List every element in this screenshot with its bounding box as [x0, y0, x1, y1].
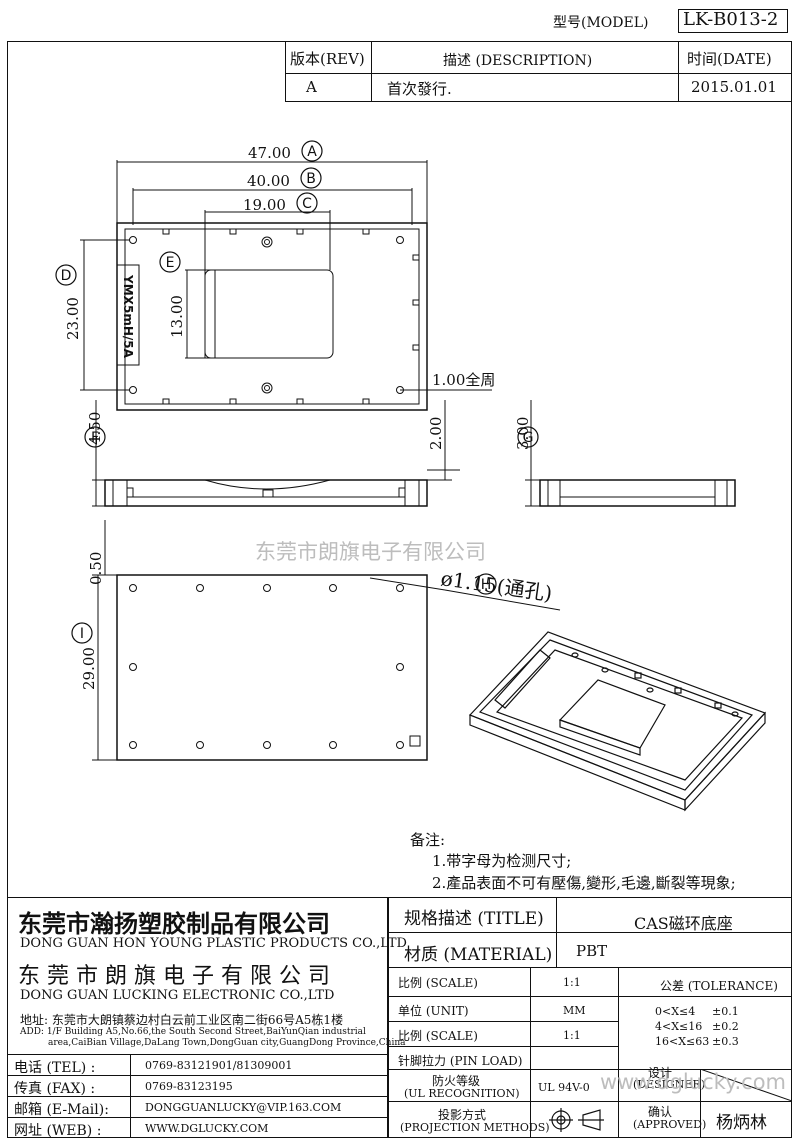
title-block — [7, 897, 792, 1138]
watermark-site: www.dglucky.com — [600, 1070, 786, 1094]
model-value-box — [678, 9, 788, 33]
pin-label: 针脚拉力 (PIN LOAD) — [398, 1054, 523, 1068]
designer-label-2: (DESIGNER) — [633, 1078, 706, 1091]
email-label: 邮箱 (E-Mail): — [14, 1102, 109, 1118]
model-label: 型号(MODEL) — [553, 15, 649, 31]
marker-e: E — [166, 255, 175, 271]
tel-label: 电话 (TEL) : — [14, 1060, 96, 1076]
marker-a: A — [307, 144, 317, 160]
tol-value-1: ±0.1 — [712, 1005, 739, 1018]
bottom-view — [116, 574, 428, 761]
tol-range-2: 4<X≤16 — [655, 1020, 703, 1033]
dim-40: 40.00 — [247, 172, 290, 190]
dim-29: 29.00 — [80, 647, 98, 690]
email-value[interactable]: DONGGUANLUCKY@VIP.163.COM — [145, 1101, 342, 1114]
top-view-outer — [116, 222, 428, 411]
rev-header: 版本(REV) — [290, 50, 365, 68]
scale-label: 比例 (SCALE) — [398, 976, 478, 990]
company1-en: DONG GUAN HON YOUNG PLASTIC PRODUCTS CO.… — [20, 936, 407, 951]
scale-value: 1:1 — [563, 976, 581, 989]
watermark-company: 东莞市朗旗电子有限公司 — [255, 540, 486, 564]
tol-value-3: ±0.3 — [712, 1035, 739, 1048]
web-label: 网址 (WEB) : — [14, 1123, 102, 1139]
tol-range-3: 16<X≤63 — [655, 1035, 710, 1048]
date-header: 时间(DATE) — [687, 50, 772, 68]
proj-label-2: (PROJECTION METHODS) — [400, 1121, 550, 1134]
material-label: 材质 (MATERIAL) — [404, 945, 553, 965]
rev-row-date: 2015.01.01 — [691, 78, 777, 96]
marker-h: H — [481, 577, 492, 593]
approved-label-1: 确认 — [648, 1105, 673, 1119]
unit-label: 单位 (UNIT) — [398, 1004, 469, 1018]
side-view — [104, 479, 428, 507]
part-marking-2: 5mH/5A — [121, 305, 135, 359]
scale2-label: 比例 (SCALE) — [398, 1029, 478, 1043]
dim-13: 13.00 — [168, 295, 186, 338]
address-en-2: area,CaiBian Village,DaLang Town,DongGua… — [48, 1038, 406, 1048]
dim-47: 47.00 — [248, 144, 291, 162]
dim-2-00: 2.00 — [427, 417, 445, 450]
designer-label-1: 设计 — [648, 1066, 673, 1080]
desc-header: 描述 (DESCRIPTION) — [443, 53, 593, 69]
title-value: CAS磁环底座 — [634, 914, 733, 933]
marker-b: B — [306, 171, 316, 187]
notes-title: 备注: — [410, 831, 446, 849]
dim-4-50: 4.50 — [86, 412, 104, 445]
fax-label: 传真 (FAX) : — [14, 1081, 96, 1097]
ul-label-1: 防火等级 — [432, 1074, 481, 1088]
dim-1-full: 1.00全周 — [432, 371, 495, 389]
rev-row-rev: A — [306, 78, 317, 96]
dim-23: 23.00 — [64, 297, 82, 340]
dim-hole: ø1.15(通孔) — [439, 566, 553, 605]
model-value: LK-B013-2 — [683, 9, 779, 30]
marker-i: I — [80, 626, 84, 642]
company2-cn: 东 莞 市 朗 旗 电 子 有 限 公 司 — [18, 964, 330, 989]
part-marking-1: YMX — [121, 274, 135, 306]
title-label: 规格描述 (TITLE) — [404, 909, 544, 929]
ul-label-2: (UL RECOGNITION) — [404, 1087, 520, 1100]
end-view — [539, 479, 736, 507]
material-value: PBT — [576, 942, 608, 960]
company2-en: DONG GUAN LUCKING ELECTRONIC CO.,LTD — [20, 988, 335, 1003]
core-pocket — [204, 269, 334, 359]
dim-3-00: 3.00 — [514, 417, 532, 450]
projection-symbol-icon — [549, 1108, 604, 1132]
top-view-inner — [124, 228, 420, 405]
fax-value: 0769-83123195 — [145, 1080, 233, 1093]
note-2: 2.產品表面不可有壓傷,變形,毛邊,斷裂等現象; — [432, 874, 736, 892]
ul-value: UL 94V-0 — [538, 1081, 590, 1094]
unit-value: MM — [563, 1004, 586, 1017]
isometric-view — [468, 631, 767, 812]
marker-f: F — [91, 430, 99, 446]
revision-table — [285, 41, 792, 102]
address-cn: 地址: 东莞市大朗镇蔡边村白云前工业区南二街66号A5栋1楼 — [20, 1013, 344, 1027]
tol-range-1: 0<X≤4 — [655, 1005, 696, 1018]
dim-0-50: 0.50 — [87, 552, 105, 585]
marker-g: G — [523, 430, 534, 446]
marker-c: C — [302, 196, 312, 212]
tolerance-label: 公差 (TOLERANCE) — [660, 979, 778, 993]
approved-value: 杨炳林 — [716, 1113, 767, 1133]
dim-19: 19.00 — [243, 196, 286, 214]
company1-cn: 东莞市瀚扬塑胶制品有限公司 — [18, 909, 330, 938]
proj-label-1: 投影方式 — [438, 1108, 487, 1122]
tel-value: 0769-83121901/81309001 — [145, 1059, 293, 1072]
web-value[interactable]: WWW.DGLUCKY.COM — [145, 1122, 269, 1135]
approved-label-2: (APPROVED) — [633, 1118, 707, 1131]
marker-d: D — [61, 268, 72, 284]
tol-value-2: ±0.2 — [712, 1020, 739, 1033]
note-1: 1.带字母为检测尺寸; — [432, 852, 572, 870]
designer-diagonal — [700, 1069, 792, 1101]
address-en-1: ADD: 1/F Building A5,No.66,the South Sec… — [20, 1027, 366, 1037]
drawing-frame — [7, 41, 792, 1138]
technical-drawing: A B C D E F G H I 47.00 40.00 19.00 23.0… — [55, 140, 767, 812]
rev-row-desc: 首次發行. — [387, 80, 452, 98]
scale2-value: 1:1 — [563, 1029, 581, 1042]
